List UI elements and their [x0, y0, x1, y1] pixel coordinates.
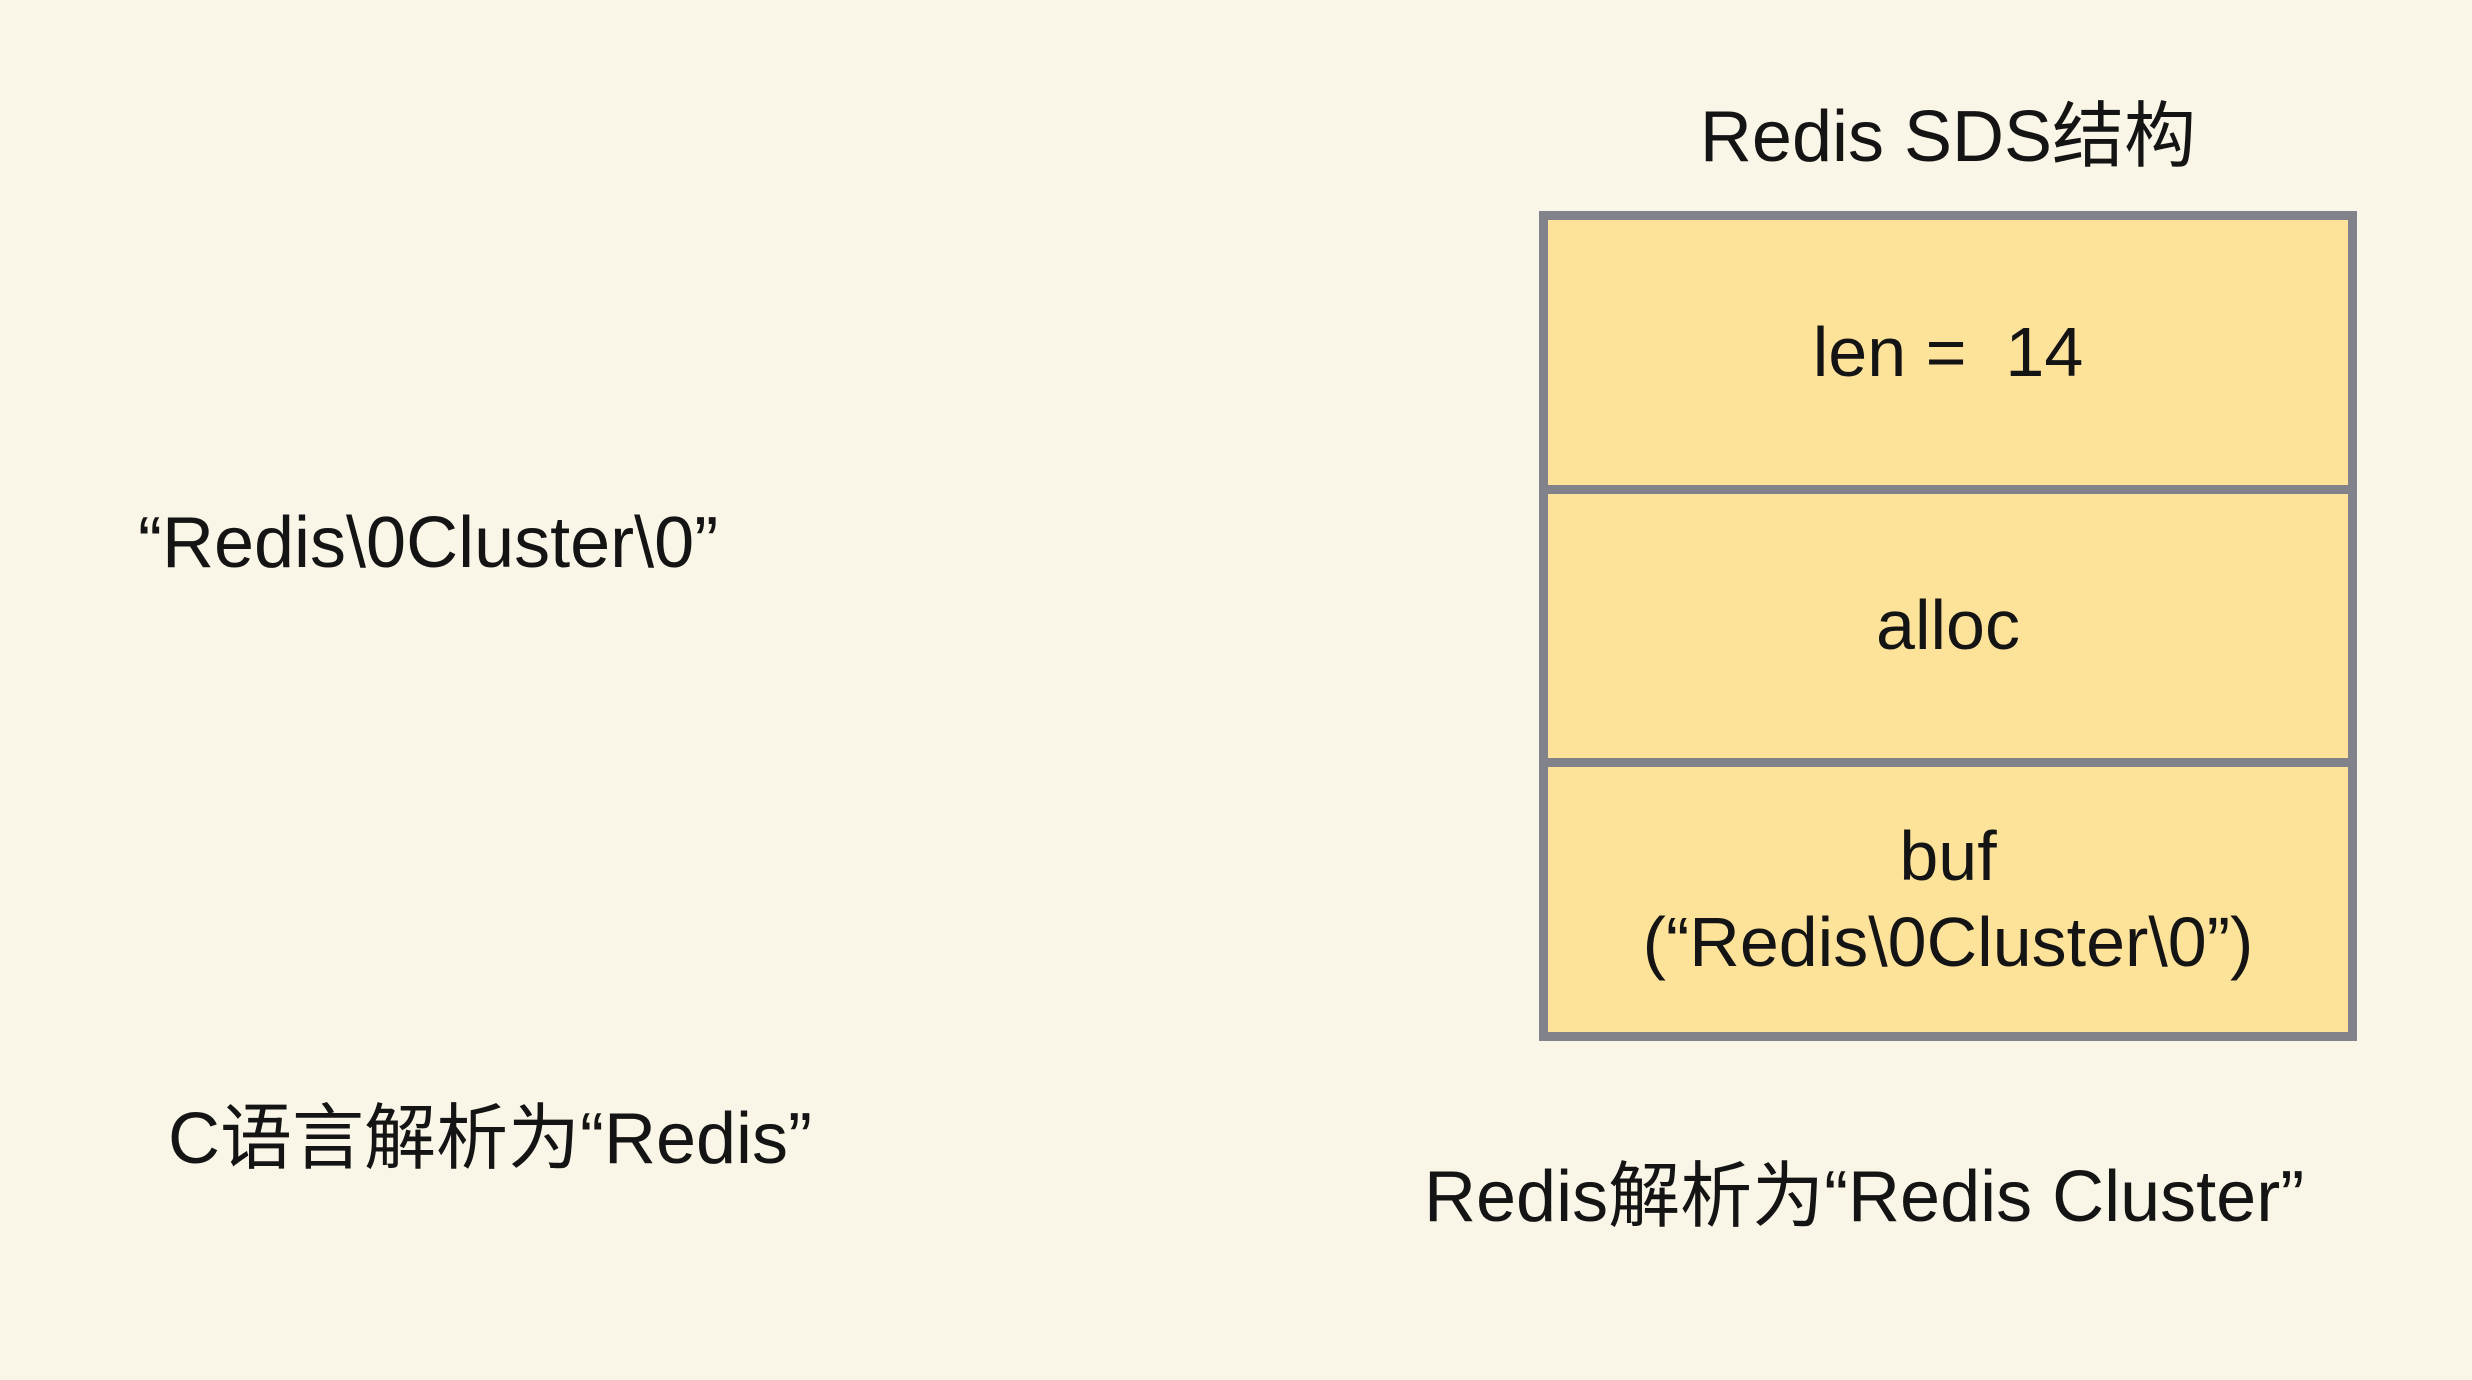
sds-field-len-label: len = 14 [1812, 312, 2084, 391]
sds-structure-box: len = 14 alloc buf (“Redis\0Cluster\0”) [1539, 211, 2357, 1041]
sds-field-buf: buf (“Redis\0Cluster\0”) [1548, 758, 2348, 1033]
redis-interpretation-label: Redis解析为“Redis Cluster” [1424, 1157, 2305, 1237]
sds-field-len: len = 14 [1548, 220, 2348, 485]
sds-field-alloc: alloc [1548, 484, 2348, 759]
c-string-literal: “Redis\0Cluster\0” [138, 503, 719, 583]
c-interpretation-label: C语言解析为“Redis” [168, 1099, 813, 1179]
sds-field-buf-value: (“Redis\0Cluster\0”) [1642, 902, 2254, 981]
sds-field-alloc-label: alloc [1876, 586, 2020, 665]
sds-structure-title: Redis SDS结构 [1699, 97, 2197, 177]
sds-field-buf-label: buf [1899, 817, 1997, 896]
